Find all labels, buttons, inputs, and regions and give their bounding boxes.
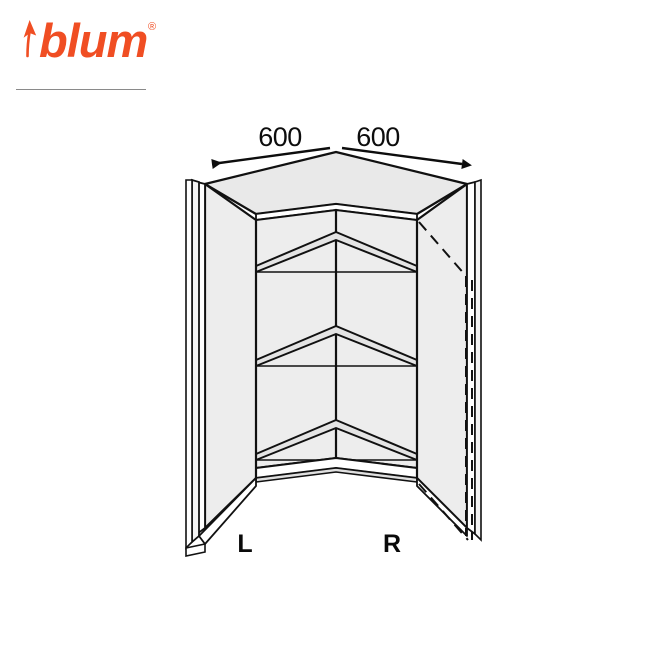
door-left-outer-leaf (191, 178, 200, 544)
blum-logo-svg: blum ® (23, 14, 156, 67)
dimension-arrow-right (341, 146, 472, 169)
door-left-thickness (185, 179, 193, 550)
cabinet-drawing-svg: 600 600 (185, 122, 482, 558)
door-left-foot (185, 543, 206, 557)
door-right-thickness (474, 178, 482, 542)
blum-logo: blum ® (14, 12, 174, 68)
dimension-arrow-left (211, 146, 331, 169)
door-swing-indicator (418, 221, 473, 541)
door-left (185, 178, 258, 557)
door-right-face (415, 182, 469, 530)
blum-wordmark: blum (39, 14, 147, 67)
cabinet-drawing: 600 600 (0, 96, 672, 672)
dimension-label-left: 600 (258, 122, 302, 152)
header-divider (16, 89, 146, 90)
door-left-face (203, 182, 258, 530)
cabinet-carcase (255, 208, 418, 470)
brand-header: blum ® (0, 0, 672, 100)
blum-arrow-icon (23, 20, 37, 58)
door-label-left: L (237, 530, 252, 558)
dimension-label-right: 600 (356, 122, 400, 152)
swing-line-top-diagonal (418, 221, 467, 277)
registered-trademark-icon: ® (148, 21, 156, 33)
door-label-right: R (383, 530, 401, 558)
dimension-lines (211, 146, 472, 169)
door-left-bottom-edge (198, 477, 257, 545)
swing-line-bottom-diagonal (418, 483, 469, 541)
